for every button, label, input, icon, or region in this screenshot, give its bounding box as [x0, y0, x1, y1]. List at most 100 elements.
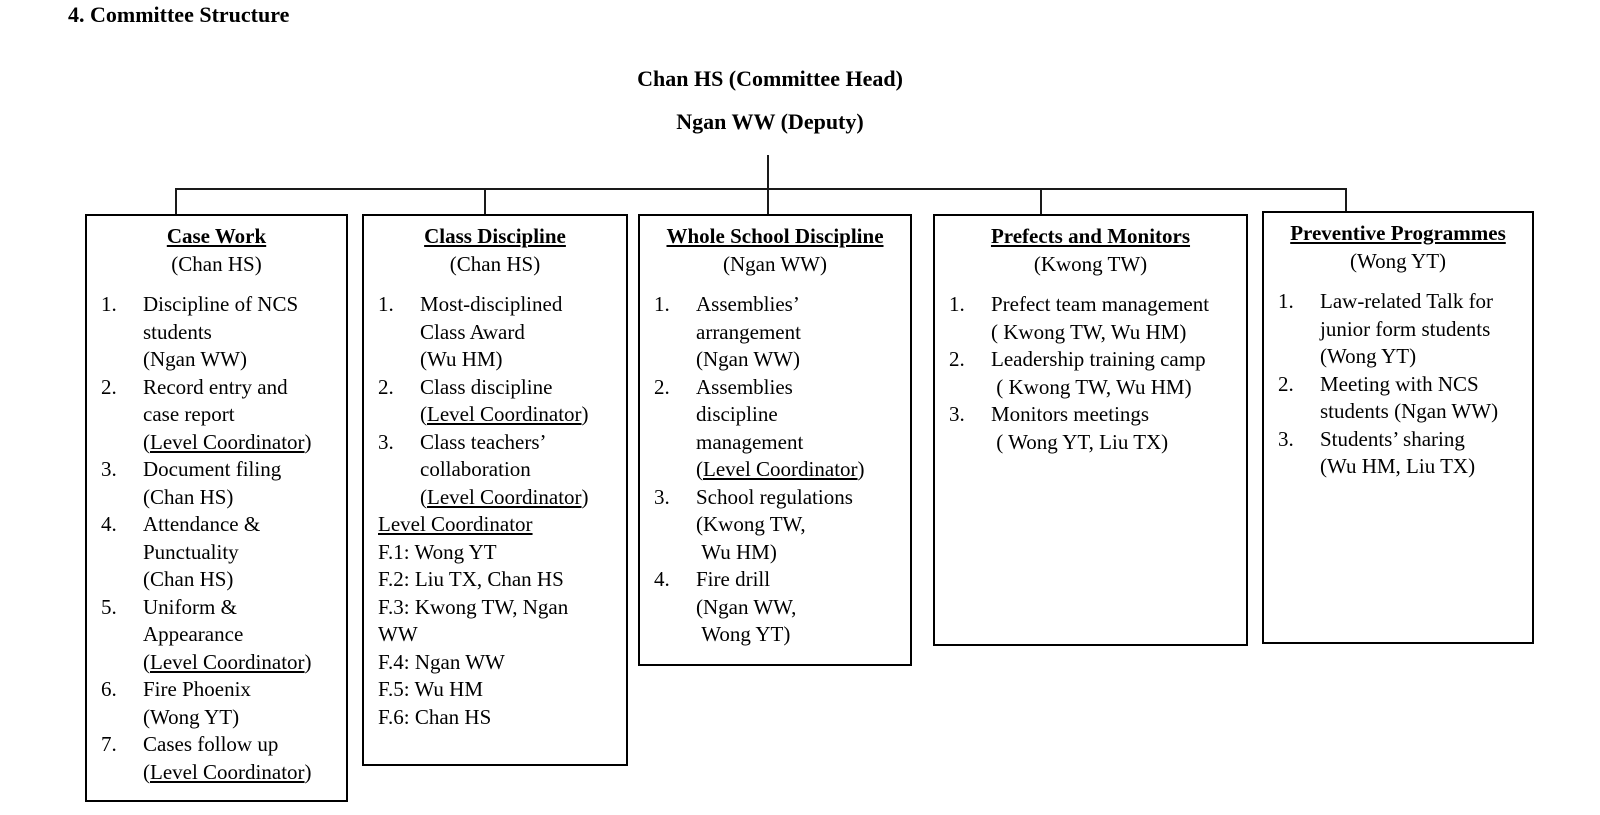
- text-line: Meeting with NCS: [1320, 371, 1479, 396]
- list-item-number: 2.: [378, 374, 394, 399]
- text-line: discipline: [696, 402, 778, 426]
- extra-line: Level Coordinator: [378, 511, 612, 539]
- list-item-number: 1.: [378, 292, 394, 316]
- extra-line: F.1: Wong YT: [378, 539, 497, 564]
- list-item: 2. Class discipline(Level Coordinator): [378, 374, 612, 429]
- extra-line: F.4: Ngan WW: [378, 649, 505, 674]
- list-item: 1.Assemblies’arrangement(Ngan WW): [654, 291, 896, 374]
- list-item: 3.Students’ sharing(Wu HM, Liu TX): [1278, 426, 1518, 481]
- list-item-number: 3.: [949, 402, 965, 426]
- list-item: 4.Attendance &Punctuality(Chan HS): [101, 511, 332, 594]
- list-item-text: Uniform &Appearance(Level Coordinator): [143, 594, 332, 677]
- connector-drop: [175, 190, 177, 214]
- connector-drop: [1345, 190, 1347, 214]
- box-title: Class Discipline: [424, 224, 566, 248]
- text-line: (Wong YT): [1320, 344, 1417, 368]
- text-line: (Chan HS): [143, 484, 234, 509]
- connector-drop: [1040, 190, 1042, 214]
- list-item-number: 3.: [654, 484, 670, 509]
- text-line: (Level Coordinator): [143, 429, 312, 454]
- text-line: Monitors meetings: [991, 402, 1150, 426]
- list-item: 1. Prefect team management( Kwong TW, Wu …: [949, 291, 1232, 346]
- text-line: Punctuality: [143, 539, 239, 564]
- text-line: Discipline of NCS: [143, 292, 299, 316]
- text-line: Document filing: [143, 457, 282, 481]
- list-item-number: 6.: [101, 677, 117, 701]
- list-item: 7.Cases follow up(Level Coordinator): [101, 731, 332, 786]
- box-coordinator: (Ngan WW): [723, 251, 827, 276]
- text-line: (Ngan WW): [143, 347, 247, 371]
- list-item-text: Class discipline(Level Coordinator): [420, 374, 612, 429]
- connector-horizontal: [175, 188, 1347, 190]
- underlined-text: Level Coordinator: [150, 759, 305, 784]
- box-title: Preventive Programmes: [1290, 221, 1506, 245]
- list-item-number: 2.: [101, 374, 117, 399]
- text-line: (Ngan WW): [696, 347, 800, 371]
- extra-line: F.5: Wu HM: [378, 677, 484, 701]
- box-title: Case Work: [166, 224, 267, 248]
- text-line: Law-related Talk for: [1320, 289, 1494, 313]
- extra-line: F.2: Liu TX, Chan HS: [378, 567, 564, 591]
- committee-head-label: Chan HS (Committee Head): [637, 66, 903, 91]
- text-line: students (Ngan WW): [1320, 399, 1499, 423]
- list-item-number: 3.: [101, 457, 117, 481]
- extra-line: F.6: Chan HS: [378, 704, 492, 729]
- text-line: Fire Phoenix: [143, 677, 251, 701]
- extra-line: F.3: Kwong TW, Ngan: [378, 594, 569, 619]
- text-line: Cases follow up: [143, 732, 279, 756]
- text-line: (Level Coordinator): [420, 484, 589, 509]
- list-item-text: Assemblies discipline management (Level Coo…: [696, 374, 896, 484]
- text-line: (Chan HS): [143, 567, 234, 591]
- text-line: Leadership training camp: [991, 347, 1206, 371]
- text-line: Assemblies’: [696, 292, 800, 316]
- list-item: 4.Fire drill(Ngan WW, Wong YT): [654, 566, 896, 649]
- underlined-text: Level Coordinator: [703, 457, 858, 481]
- list-item: 2.Leadership training camp ( Kwong TW, W…: [949, 346, 1232, 401]
- list-item-number: 1.: [949, 292, 965, 316]
- connector-vertical-root: [767, 155, 769, 189]
- list-item-text: Class teachers’ collaboration (Level Coord…: [420, 429, 612, 512]
- text-line: Assemblies: [696, 374, 793, 399]
- text-line: ( Wong YT, Liu TX): [991, 429, 1169, 454]
- list-item-number: 1.: [101, 292, 117, 316]
- list-item-text: Assemblies’ arrangement (Ngan WW): [696, 291, 896, 374]
- text-line: arrangement: [696, 319, 801, 344]
- list-item-text: Fire Phoenix(Wong YT): [143, 676, 332, 731]
- box-coordinator: (Kwong TW): [1033, 251, 1148, 276]
- text-line: collaboration: [420, 457, 531, 481]
- list-item-number: 5.: [101, 594, 117, 619]
- text-line: Class teachers’: [420, 429, 547, 454]
- box-coordinator: (Chan HS): [449, 251, 541, 276]
- text-line: (Kwong TW,: [696, 512, 806, 536]
- text-line: Wong YT): [696, 622, 791, 646]
- list-item: 3.School regulations(Kwong TW, Wu HM): [654, 484, 896, 567]
- connector-drop: [484, 190, 486, 214]
- list-item-text: Monitors meetings ( Wong YT, Liu TX): [991, 401, 1232, 456]
- list-item: 3.Class teachers’collaboration(Level Coo…: [378, 429, 612, 512]
- list-item: 5. Uniform &Appearance(Level Coordinator): [101, 594, 332, 677]
- text-line: Most-disciplined: [420, 292, 563, 316]
- list-item-number: 4.: [654, 567, 670, 591]
- underlined-text: Level Coordinator: [150, 429, 305, 454]
- list-item-text: Attendance &Punctuality(Chan HS): [143, 511, 332, 594]
- connector-drop: [767, 190, 769, 214]
- text-line: (Level Coordinator): [696, 457, 865, 481]
- list-item-text: Prefect team management( Kwong TW, Wu HM…: [991, 291, 1232, 346]
- text-line: management: [696, 429, 804, 454]
- text-line: Appearance: [143, 622, 244, 646]
- text-line: (Level Coordinator): [420, 402, 589, 426]
- extra-line: WW: [378, 622, 418, 646]
- org-chart-root: Chan HS (Committee Head) Ngan WW (Deputy…: [0, 66, 1540, 135]
- text-line: Fire drill: [696, 567, 771, 591]
- box-coordinator: (Wong YT): [1349, 248, 1447, 273]
